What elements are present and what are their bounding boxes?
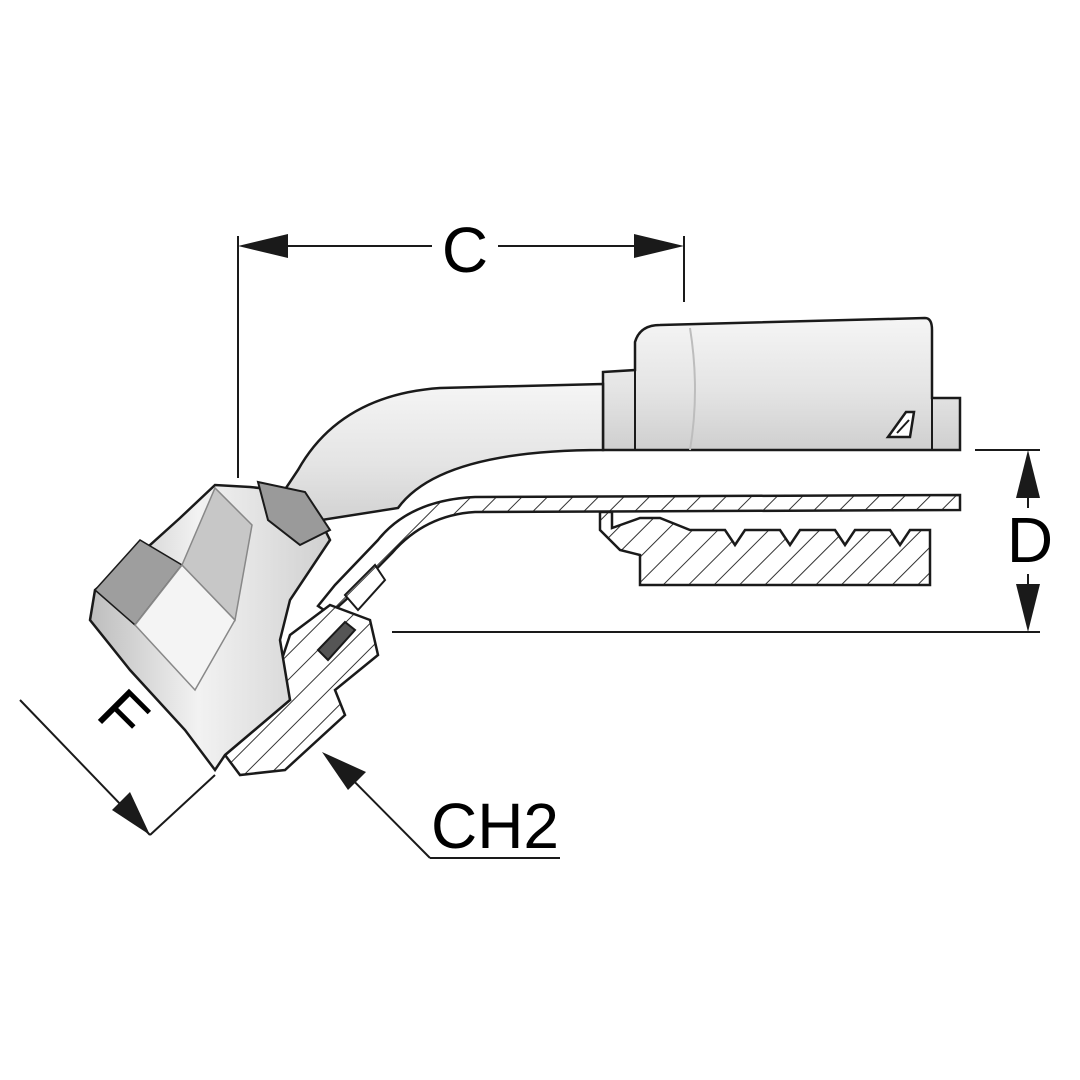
leader-arrow-icon [322,752,366,790]
tube-body [255,382,605,532]
arrow-down-icon [1016,584,1040,632]
ferrule-body [601,316,962,452]
dimension-ch2: CH2 [322,752,560,862]
dimension-d: D [392,449,1053,633]
dimension-c-label: C [442,214,488,286]
arrow-left-icon [238,234,288,258]
arrow-right-icon [634,234,684,258]
dimension-d-label: D [1007,504,1053,576]
dimension-c: C [237,214,685,478]
dimension-ch2-label: CH2 [431,790,559,862]
swivel-nut [88,480,332,773]
arrow-diag-icon [112,792,150,835]
brand-logo-icon [885,410,916,439]
section-view [223,493,962,777]
arrow-up-icon [1016,450,1040,498]
